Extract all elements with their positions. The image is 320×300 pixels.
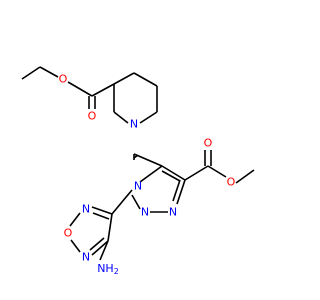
bond-ethyl-ch3: [21, 66, 41, 80]
atom-n-piperidine: N: [130, 118, 138, 131]
bond-oxa-c4-c3: [107, 213, 113, 242]
bond-oxa-c3-n2-b: [92, 212, 110, 220]
bond-pip-c6-n: [139, 111, 158, 124]
atom-o-ester-top-carbonyl: O: [88, 110, 97, 123]
molecule-diagram: O O N O O N N N N O N NH2: [21, 66, 255, 276]
bond-oxa-n2-o1: [69, 212, 81, 227]
bond-ethyl-ch2-o: [39, 66, 59, 78]
atom-n-triazole-2: N: [141, 206, 149, 219]
atom-n-triazole-1: N: [134, 180, 142, 193]
bond-tri-n1-n2: [131, 194, 141, 210]
atom-nh2: NH2: [97, 262, 119, 276]
bond-oxa-n5-c4-b: [89, 237, 105, 251]
atom-o-ester-top-single: O: [59, 73, 68, 86]
bond-oxa-c3-n2: [91, 206, 113, 215]
bond-ch2-down: [133, 153, 163, 167]
bond-tri-c5-double: [161, 170, 181, 182]
bonds: [21, 66, 255, 261]
bond-tri-to-ester: [184, 165, 209, 181]
atom-nh2-n: NH: [97, 262, 114, 275]
bond-tri-c4-n3-b: [172, 179, 181, 202]
atom-o-oxadiazole: O: [64, 227, 73, 240]
bond-tri-c4-n3: [176, 179, 186, 205]
bond-pip-n-c2: [113, 111, 129, 124]
bond-n1-oxadiazole: [111, 189, 133, 215]
bond-tri-c5-c4-a: [161, 165, 186, 181]
bond-ester2-methyl: [235, 169, 255, 184]
atom-o-ester-right-single: O: [227, 176, 236, 189]
bond-oxa-o1-n5: [70, 239, 81, 253]
bond-ester2-o-single: [207, 165, 227, 178]
bond-pip-c4-c5: [133, 72, 158, 87]
bond-carbonyl-to-ring: [91, 83, 115, 97]
atom-n-triazole-3: N: [169, 206, 177, 219]
bond-oxa-n5-c4: [91, 240, 109, 256]
bond-pip-c3-c4: [113, 72, 135, 85]
bond-o-carbonyl-c: [67, 81, 93, 97]
bond-tri-n1-c5: [139, 165, 163, 183]
atom-n-oxadiazole-b: N: [82, 251, 90, 264]
atom-labels: O O N O O N N N N O N NH2: [59, 73, 236, 276]
atom-nh2-subscript: 2: [114, 267, 119, 276]
bond-c4-nh2: [99, 240, 109, 261]
atom-n-oxadiazole-a: N: [82, 203, 90, 216]
atom-o-ester-right-carbonyl: O: [204, 137, 213, 150]
